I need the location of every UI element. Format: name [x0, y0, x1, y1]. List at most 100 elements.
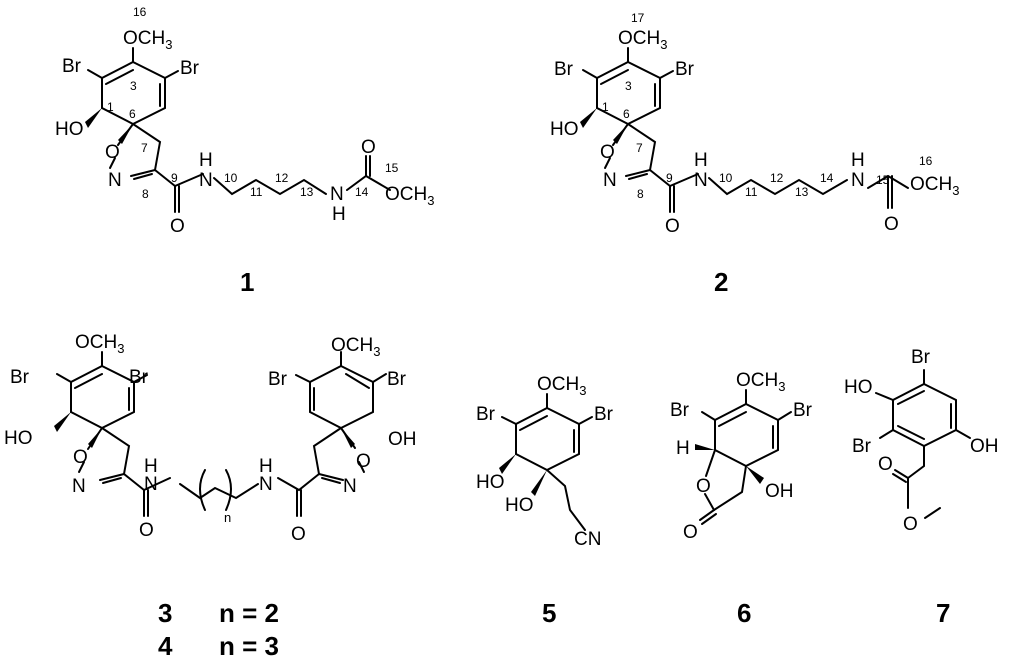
- compound-5-wedge-ho1: [499, 454, 516, 474]
- compound-5-cn: CN: [574, 529, 601, 550]
- compound-1-carbamate-o: O: [361, 137, 376, 158]
- compound-3-wedge-ho-left: [54, 412, 71, 432]
- compound-7-bonds: [875, 369, 971, 519]
- compound-5-wedge-ho2: [531, 470, 547, 496]
- compound-2-c17: 17: [631, 11, 645, 25]
- compound-1-ome: OCH3: [123, 28, 172, 52]
- compound-1-carbamate-ome: OCH3: [385, 184, 434, 208]
- compound-4-n-value: n = 3: [219, 631, 279, 661]
- compound-3-ome-right: OCH3: [331, 335, 380, 359]
- compound-2-c14: 14: [820, 171, 834, 185]
- compound-3-oh-right: OH: [388, 429, 417, 450]
- compound-7-o-carbonyl: O: [878, 454, 893, 475]
- compound-2-c8: 8: [637, 187, 644, 201]
- compound-2-carbonyl-o: O: [665, 216, 680, 237]
- compound-2-nh-h: H: [694, 150, 708, 171]
- compound-3-o-right: O: [356, 451, 371, 472]
- compound-5-structure: OCH3 Br Br HO HO CN 5: [476, 374, 614, 628]
- compound-7-ho: HO: [844, 377, 873, 398]
- compound-3-o-left: O: [73, 447, 88, 468]
- compound-1-carbonyl-o: O: [170, 216, 185, 237]
- compound-6-ome: OCH3: [736, 370, 785, 394]
- compound-1-n-ring: N: [108, 170, 122, 191]
- compound-3-br3: Br: [268, 369, 288, 390]
- compound-1-c11: 11: [250, 185, 263, 199]
- compound-1-nh-h: H: [199, 150, 213, 171]
- compound-2-ome: OCH3: [618, 28, 667, 52]
- compound-1-c15: 15: [385, 161, 399, 175]
- compound-2-structure: OCH3 17 Br Br 3 1 6 7 8 9 10 11 12 13 14…: [550, 11, 959, 297]
- compound-1-bonds: [87, 47, 391, 213]
- compound-1-c16: 16: [133, 5, 147, 19]
- compound-3-wedge-spiro-left: [88, 428, 102, 448]
- compound-5-br-left: Br: [476, 404, 496, 425]
- compound-1-o-ring: O: [105, 142, 120, 163]
- compound-1-br-right: Br: [180, 58, 200, 79]
- compound-5-ho1: HO: [476, 472, 505, 493]
- compound-5-ome: OCH3: [537, 374, 586, 398]
- compound-2-nh-n: N: [694, 170, 708, 191]
- compound-6-wedge-h: [695, 444, 715, 450]
- compound-3-nh-left-n: N: [144, 474, 158, 495]
- compound-6-wedge-oh: [746, 466, 764, 484]
- compound-1-c6: 6: [129, 107, 136, 121]
- compound-6-br-right: Br: [793, 400, 813, 421]
- compound-6-o-lactone: O: [696, 476, 711, 497]
- compound-3-br4: Br: [387, 369, 407, 390]
- compound-2-bonds: [582, 47, 909, 213]
- compound-1-c12: 12: [275, 171, 289, 185]
- compound-6-h: H: [676, 438, 690, 459]
- compound-6-br-left: Br: [670, 400, 690, 421]
- compound-1-carbamate-h: H: [332, 204, 346, 225]
- compound-3-4-bonds: [56, 351, 387, 517]
- compound-2-c10: 10: [719, 171, 733, 185]
- compound-3-n-left: N: [72, 476, 86, 497]
- compound-7-br-top: Br: [911, 347, 931, 368]
- compound-3-label: 3: [158, 598, 172, 628]
- compound-1-c3: 3: [130, 79, 137, 93]
- compound-1-ho: HO: [55, 119, 84, 140]
- compound-2-c7: 7: [636, 141, 643, 155]
- compound-6-label: 6: [737, 598, 751, 628]
- compound-1-c1: 1: [107, 100, 114, 114]
- compound-5-br-right: Br: [594, 404, 614, 425]
- compound-3-co-left: O: [139, 520, 154, 541]
- compound-6-bonds: [699, 389, 792, 525]
- compound-2-c13: 13: [795, 185, 809, 199]
- compound-4-label: 4: [158, 631, 173, 661]
- compound-3-nh-right-n: N: [259, 474, 273, 495]
- compound-1-c10: 10: [224, 171, 238, 185]
- compound-1-c7: 7: [141, 141, 148, 155]
- compound-7-structure: Br HO Br OH O O 7: [844, 347, 999, 628]
- compound-2-c3: 3: [625, 79, 632, 93]
- compound-3-br2: Br: [129, 367, 149, 388]
- compound-5-label: 5: [542, 598, 556, 628]
- compound-2-ho: HO: [550, 119, 579, 140]
- compound-7-label: 7: [936, 598, 950, 628]
- compound-3-ho-left: HO: [4, 428, 33, 449]
- compound-3-br1: Br: [10, 367, 30, 388]
- compound-2-wedge-ho: [580, 108, 597, 128]
- compound-1-c13: 13: [300, 185, 314, 199]
- compound-1-carbamate-n: N: [330, 184, 344, 205]
- compound-1-c14: 14: [355, 185, 369, 199]
- compound-2-c16: 16: [919, 154, 933, 168]
- compound-1-label: 1: [240, 267, 254, 297]
- compound-2-c12: 12: [770, 171, 784, 185]
- compound-2-carbamate-ome: OCH3: [910, 174, 959, 198]
- compound-3-nh-right-h: H: [259, 456, 273, 477]
- compound-2-carbamate-h: H: [851, 150, 865, 171]
- compound-2-n-ring: N: [603, 170, 617, 191]
- compound-2-br-left: Br: [554, 59, 574, 80]
- compound-3-ome-left: OCH3: [75, 332, 124, 356]
- compound-1-br-left: Br: [62, 56, 82, 77]
- compound-7-br-left: Br: [852, 436, 872, 457]
- compound-3-n-right: N: [343, 476, 357, 497]
- compound-6-oh: OH: [765, 481, 794, 502]
- compound-2-carbamate-o: O: [884, 214, 899, 235]
- compound-3-co-right: O: [291, 524, 306, 545]
- compound-2-wedge-spiro: [613, 124, 628, 144]
- compound-2-c1: 1: [602, 100, 609, 114]
- compound-3-n-subscript: n: [224, 510, 231, 525]
